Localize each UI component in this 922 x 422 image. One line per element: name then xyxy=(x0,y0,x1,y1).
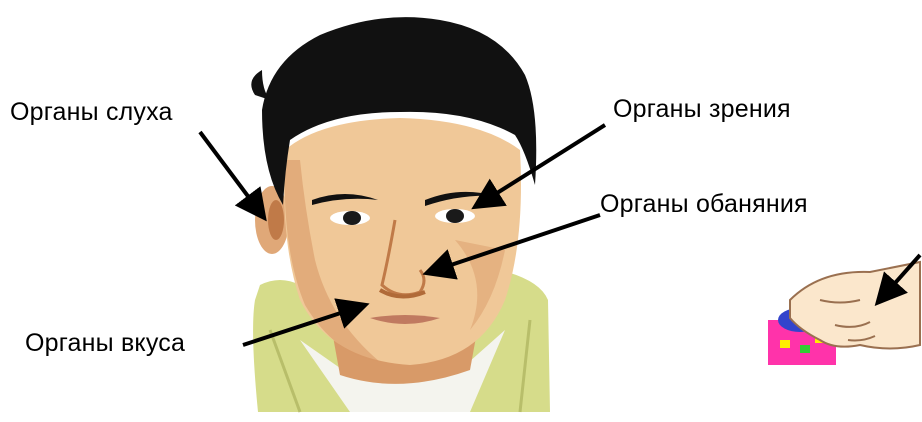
arrow-hearing xyxy=(200,132,262,215)
label-taste-organs: Органы вкуса xyxy=(25,331,185,356)
label-hearing-organs: Органы слуха xyxy=(10,100,173,125)
man-head-illustration xyxy=(251,17,550,412)
hand-touching-object-illustration xyxy=(768,262,920,365)
label-smell-organs: Органы обаняния xyxy=(600,192,808,217)
label-vision-organs: Органы зрения xyxy=(613,97,791,122)
